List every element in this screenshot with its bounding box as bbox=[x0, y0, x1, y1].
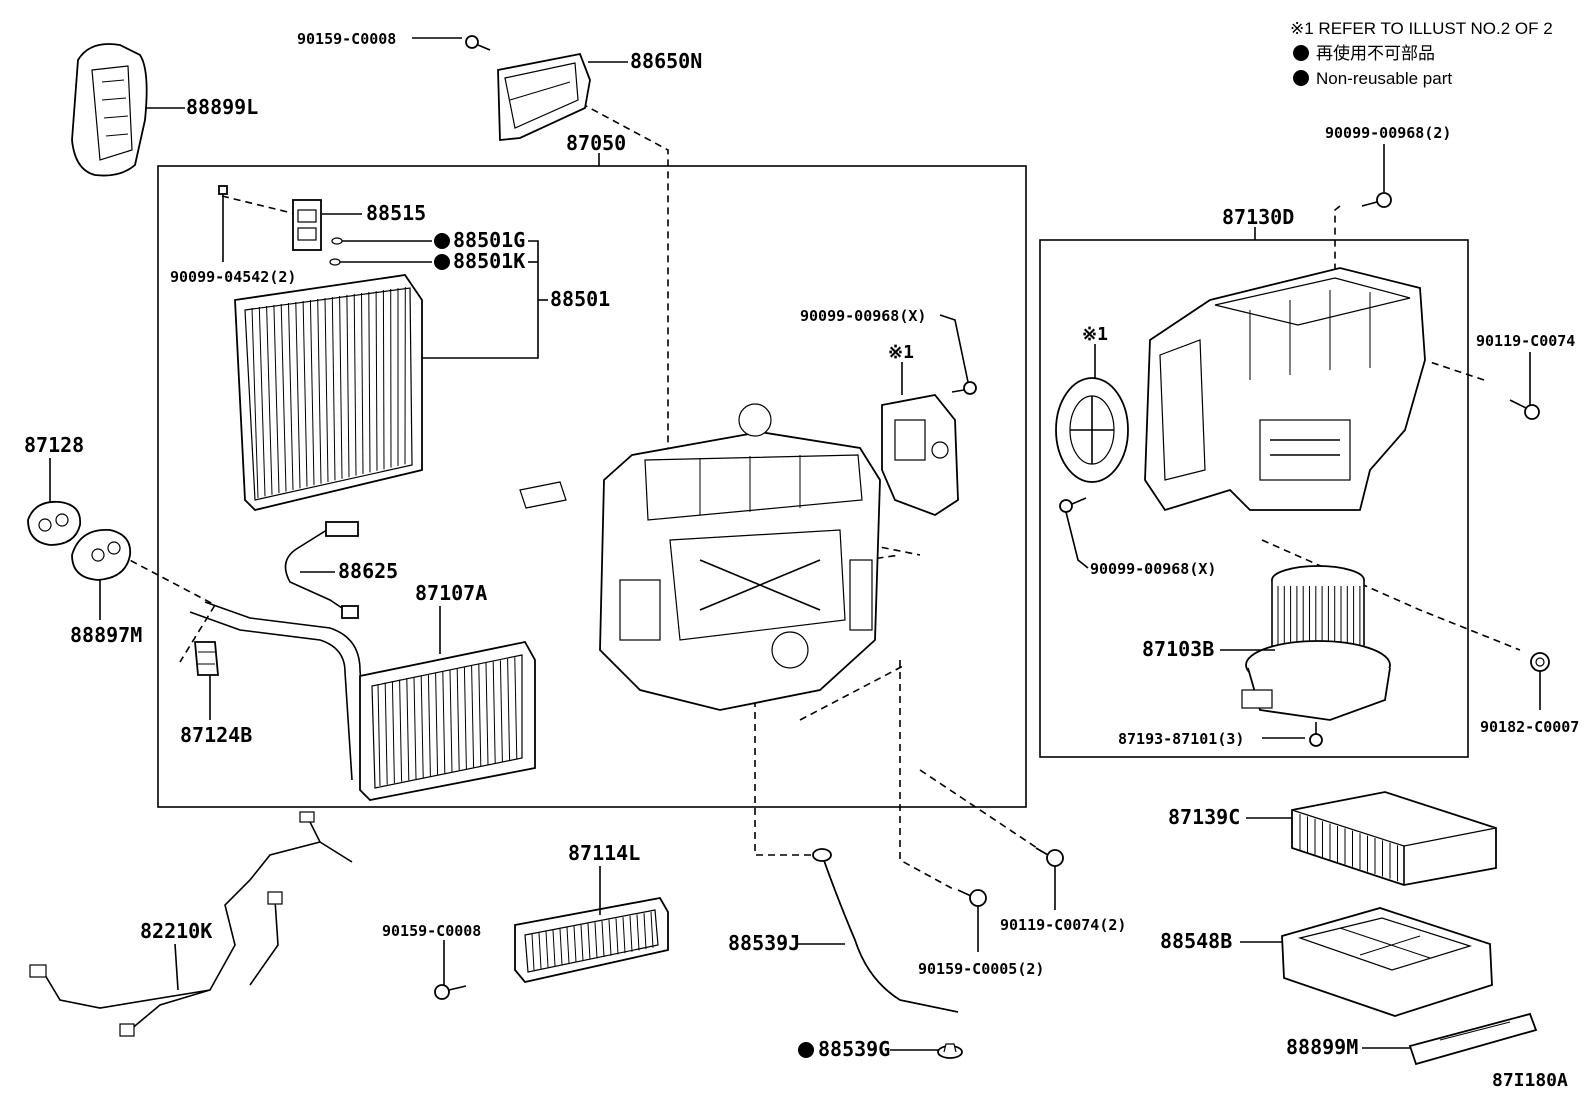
o-ring-icon bbox=[331, 237, 343, 245]
part-87130D-blower-housing bbox=[1144, 267, 1426, 512]
callout-87139C: 87139C bbox=[1168, 805, 1240, 829]
diagram-code: 87I180A bbox=[1492, 1070, 1568, 1091]
callout-88650N: 88650N bbox=[630, 49, 702, 73]
screw-icon bbox=[434, 984, 467, 1000]
callout-90119-C0074: 90119-C0074 bbox=[1476, 332, 1575, 350]
dashed-connectors bbox=[119, 91, 1521, 891]
callout-90159-C0008-bot: 90159-C0008 bbox=[382, 922, 481, 940]
callout-88501G: 88501G bbox=[453, 228, 525, 252]
callout-90099-00968-2: 90099-00968(2) bbox=[1325, 124, 1451, 142]
callout-87107A: 87107A bbox=[415, 581, 487, 605]
part-actuator-ref1 bbox=[881, 394, 959, 517]
non-reusable-bullet-icon bbox=[1293, 45, 1309, 61]
screw-icon bbox=[1035, 847, 1064, 867]
o-ring-icon bbox=[329, 258, 341, 266]
part-88548B-filter-tray bbox=[1281, 907, 1493, 1017]
part-87114L bbox=[514, 896, 669, 983]
group-label-87130D: 87130D bbox=[1222, 205, 1294, 229]
part-88625 bbox=[284, 521, 359, 619]
callout-87128: 87128 bbox=[24, 433, 84, 457]
part-87128 bbox=[27, 500, 82, 546]
part-88899M-filter-cover bbox=[1408, 1012, 1538, 1066]
part-88501-evaporator bbox=[234, 274, 423, 511]
non-reusable-bullet-icon bbox=[798, 1042, 814, 1058]
callout-88501K: 88501K bbox=[453, 249, 525, 273]
callout-90099-04542: 90099-04542(2) bbox=[170, 268, 296, 286]
part-88897M bbox=[71, 529, 132, 581]
callout-90159-C0008-top: 90159-C0008 bbox=[297, 30, 396, 48]
callout-90159-C0005: 90159-C0005(2) bbox=[918, 960, 1044, 978]
part-87107A-heater-core bbox=[189, 601, 536, 801]
non-reusable-bullet-icon bbox=[434, 254, 450, 270]
callout-82210K: 82210K bbox=[140, 919, 212, 943]
non-reusable-bullet-icon bbox=[434, 233, 450, 249]
callout-90182-C0007: 90182-C0007 bbox=[1480, 718, 1579, 736]
notes-block: ※1 REFER TO ILLUST NO.2 OF 2 再使用不可部品 Non… bbox=[1290, 19, 1553, 88]
screw-icon bbox=[465, 35, 491, 51]
screw-icon bbox=[1361, 192, 1392, 208]
callout-87114L: 87114L bbox=[568, 841, 640, 865]
callout-88515: 88515 bbox=[366, 201, 426, 225]
callout-ref1-right: ※1 bbox=[1082, 324, 1108, 345]
screw-icon bbox=[1509, 399, 1540, 420]
note-nonreusable-en: Non-reusable part bbox=[1316, 69, 1452, 88]
part-88515 bbox=[292, 199, 322, 251]
group-label-87050: 87050 bbox=[566, 131, 626, 155]
part-87124B bbox=[194, 641, 219, 676]
callout-90099-00968X-mid: 90099-00968(X) bbox=[800, 307, 926, 325]
part-87050-main-unit bbox=[519, 403, 881, 711]
bolt-icon bbox=[218, 185, 228, 262]
callout-88625: 88625 bbox=[338, 559, 398, 583]
screw-icon bbox=[951, 381, 977, 395]
part-87139C-filter bbox=[1291, 791, 1497, 886]
callout-88548B: 88548B bbox=[1160, 929, 1232, 953]
part-88899L bbox=[71, 43, 148, 177]
callout-88539G: 88539G bbox=[818, 1037, 890, 1061]
screw-icon bbox=[957, 889, 987, 907]
callout-ref1-mid: ※1 bbox=[888, 342, 914, 363]
part-damper-ref1 bbox=[1055, 377, 1129, 483]
screw-icon bbox=[1309, 722, 1323, 747]
plug-icon bbox=[937, 1043, 963, 1059]
callout-88897M: 88897M bbox=[70, 623, 142, 647]
part-88650N bbox=[497, 52, 591, 141]
callout-87193-87101: 87193-87101(3) bbox=[1118, 730, 1244, 748]
part-87103B-blower-motor bbox=[1241, 565, 1391, 721]
callout-88539J: 88539J bbox=[728, 931, 800, 955]
blower-unit-box bbox=[1039, 239, 1469, 758]
part-82210K-wire-harness bbox=[29, 811, 353, 1037]
callout-88501: 88501 bbox=[550, 287, 610, 311]
main-unit-box bbox=[157, 165, 1027, 808]
screw-icon bbox=[1059, 497, 1087, 513]
callout-90119-C0074-2: 90119-C0074(2) bbox=[1000, 916, 1126, 934]
callout-87124B: 87124B bbox=[180, 723, 252, 747]
callout-90099-00968X-right: 90099-00968(X) bbox=[1090, 560, 1216, 578]
callout-88899L: 88899L bbox=[186, 95, 258, 119]
part-88539J-drain-hose bbox=[812, 848, 959, 1013]
note-nonreusable-jp: 再使用不可部品 bbox=[1316, 43, 1435, 63]
note-refer: ※1 REFER TO ILLUST NO.2 OF 2 bbox=[1290, 19, 1553, 38]
callout-87103B: 87103B bbox=[1142, 637, 1214, 661]
callout-88899M: 88899M bbox=[1286, 1035, 1358, 1059]
nut-icon bbox=[1530, 652, 1550, 672]
non-reusable-bullet-icon bbox=[1293, 70, 1309, 86]
